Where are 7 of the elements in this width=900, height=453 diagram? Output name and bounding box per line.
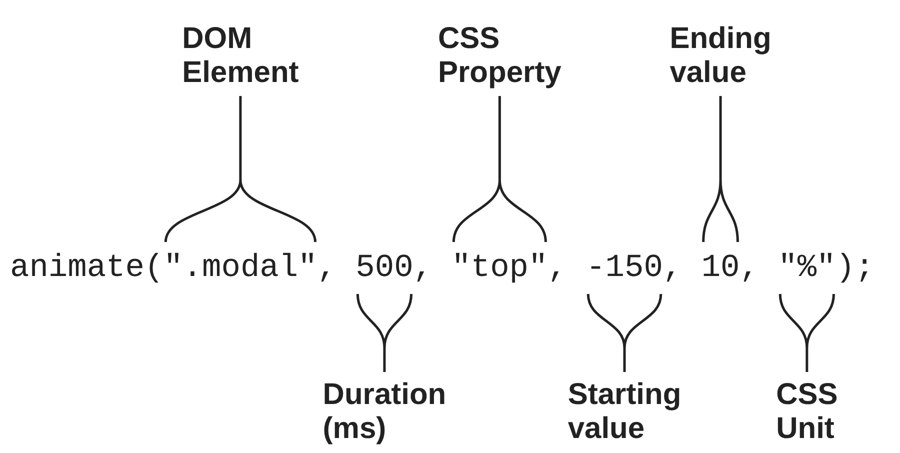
annotation-label: CSS Unit xyxy=(776,378,838,446)
annotation-label: Starting value xyxy=(568,378,682,446)
code-line: animate(".modal", 500, "top", -150, 10, "%"); xyxy=(10,250,874,286)
annotation-label: Duration (ms) xyxy=(322,378,446,446)
annotation-label: Ending value xyxy=(670,22,772,90)
annotation-label: DOM Element xyxy=(182,22,299,90)
annotation-label: CSS Property xyxy=(438,22,562,90)
